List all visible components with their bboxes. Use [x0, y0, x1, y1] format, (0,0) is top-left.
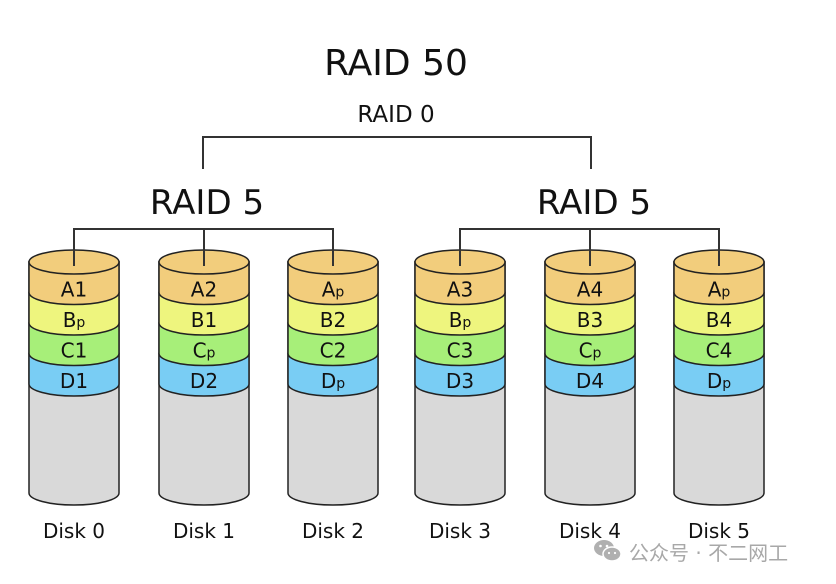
block-label: B4: [706, 308, 732, 332]
block-label: C1: [61, 339, 88, 363]
disk-label: Disk 5: [688, 519, 750, 543]
block-label: C4: [706, 339, 733, 363]
diagram-title: RAID 50: [324, 43, 468, 84]
disk-label: Disk 2: [302, 519, 364, 543]
block-label: D2: [190, 369, 218, 393]
block-label: C2: [320, 339, 347, 363]
wechat-icon: [594, 540, 622, 562]
disk-label: Disk 3: [429, 519, 491, 543]
block-label: A3: [447, 278, 473, 302]
block-label: Ap: [322, 278, 345, 302]
block-label: Dp: [707, 369, 731, 393]
block-label: Bp: [449, 308, 472, 332]
block-label: B2: [320, 308, 346, 332]
block-label: D4: [576, 369, 604, 393]
watermark-text: 公众号 · 不二网工: [629, 540, 789, 565]
block-label: Bp: [63, 308, 86, 332]
block-label: B1: [191, 308, 217, 332]
block-label: B3: [577, 308, 603, 332]
disk-label: Disk 4: [559, 519, 621, 543]
block-label: Ap: [708, 278, 731, 302]
block-label: Cp: [193, 339, 216, 363]
block-label: A4: [577, 278, 603, 302]
disk-label: Disk 1: [173, 519, 235, 543]
block-label: Cp: [579, 339, 602, 363]
raid5-group-label-2: RAID 5: [537, 183, 651, 223]
block-label: A2: [191, 278, 217, 302]
raid0-label: RAID 0: [357, 102, 434, 128]
raid5-group-label-1: RAID 5: [150, 183, 264, 223]
watermark: 公众号 · 不二网工: [593, 538, 789, 565]
block-label: D1: [60, 369, 88, 393]
block-label: A1: [61, 278, 87, 302]
block-label: D3: [446, 369, 474, 393]
block-label: C3: [447, 339, 474, 363]
disk-label: Disk 0: [43, 519, 105, 543]
raid0-connector: [202, 136, 592, 169]
block-label: Dp: [321, 369, 345, 393]
